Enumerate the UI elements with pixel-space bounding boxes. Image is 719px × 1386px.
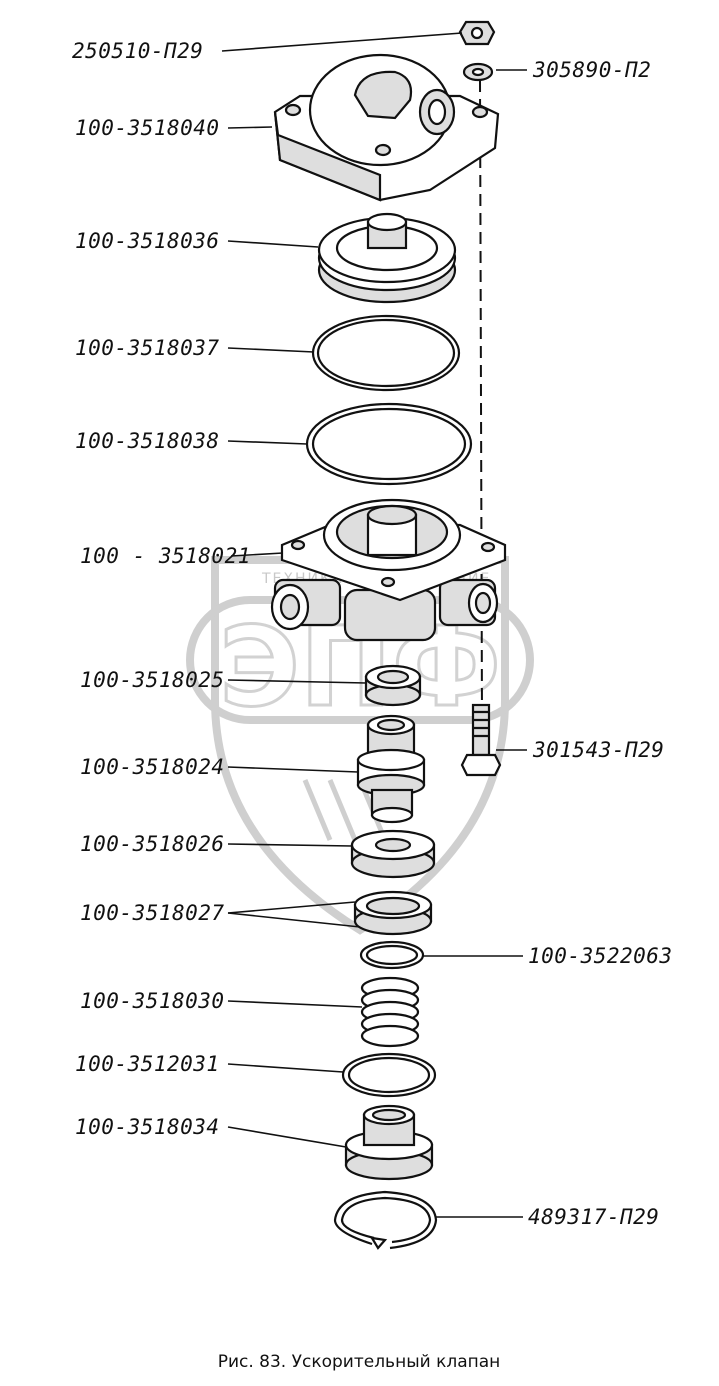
valve-part (356, 714, 426, 824)
seal-cup-part (364, 664, 422, 707)
bolt-part (460, 703, 502, 777)
label-plug: 100-3518034 (75, 1115, 220, 1139)
piston-part (317, 212, 457, 304)
label-piston: 100-3518036 (75, 229, 220, 253)
label-seal-cup: 100-3518025 (80, 668, 225, 692)
label-bolt: 301543-П29 (532, 738, 664, 762)
plug-ring-part (341, 1052, 437, 1098)
label-spring: 100-3518030 (80, 989, 225, 1013)
label-valve-seal: 100-3518026 (80, 832, 225, 856)
label-ring-small: 100-3518037 (75, 336, 220, 360)
label-nut: 250510-П29 (72, 39, 203, 63)
label-washer: 305890-П2 (532, 58, 651, 82)
label-body: 100 - 3518021 (80, 544, 251, 568)
guide-part (353, 890, 433, 936)
label-snap-ring: 489317-П29 (528, 1205, 659, 1229)
figure-caption: Рис. 83. Ускорительный клапан (218, 1352, 501, 1372)
cover-part (273, 53, 500, 202)
washer-part (462, 62, 494, 82)
label-guide: 100-3518027 (80, 901, 225, 925)
body-part (270, 498, 507, 642)
label-cover: 100-3518040 (75, 116, 220, 140)
callout-labels: 250510-П29 305890-П2 100-3518040 100-351… (72, 39, 673, 1229)
label-valve: 100-3518024 (80, 755, 225, 779)
ring-small-part (311, 314, 461, 392)
plug-part (344, 1104, 434, 1181)
valve-seal-part (350, 829, 436, 879)
leader-lines (221, 32, 527, 1218)
snap-ring-part (333, 1190, 438, 1250)
nut-part (458, 20, 496, 46)
label-plug-ring: 100-3512031 (75, 1052, 220, 1076)
spring-part (360, 976, 420, 1048)
gasket-part (305, 402, 473, 486)
label-o-ring: 100-3522063 (528, 944, 673, 968)
label-gasket: 100-3518038 (75, 429, 220, 453)
